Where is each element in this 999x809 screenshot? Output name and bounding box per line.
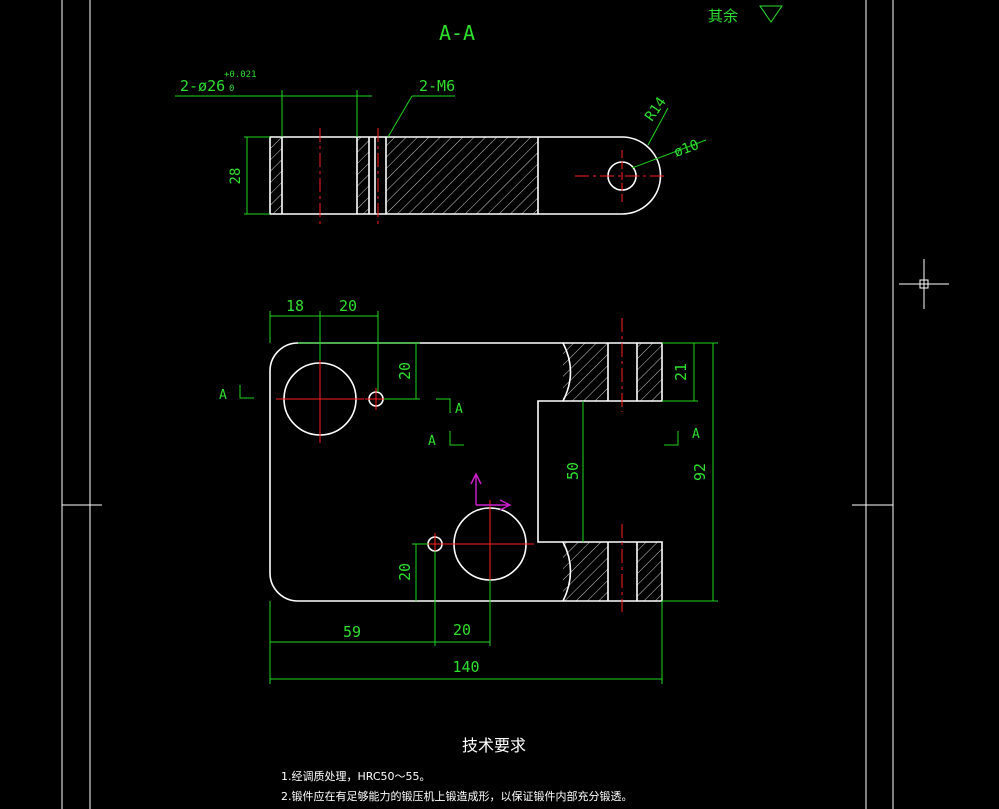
dim-20-top: 20 (339, 297, 357, 315)
surface-finish-symbol: 其余 (708, 5, 783, 25)
dim-20-left-lower: 20 (396, 563, 414, 581)
dim-140: 140 (452, 658, 479, 676)
technical-notes: 技术要求 1.经调质处理，HRC50～55。 2.锻件应在有足够能力的锻压机上锻… (281, 736, 633, 803)
drawing-frame (61, 0, 894, 809)
note-item-1: 1.经调质处理，HRC50～55。 (281, 770, 431, 783)
section-view-dimensions: 2-ø26 +0.021 0 2-M6 28 R14 ø10 (175, 70, 707, 215)
ucs-icon (470, 472, 512, 511)
dim-21: 21 (672, 363, 690, 381)
hole-tolerance-upper: +0.021 (224, 70, 257, 80)
thickness-dimension: 28 (228, 168, 244, 185)
section-mark-a-2: A (455, 402, 463, 417)
dim-18: 18 (286, 297, 304, 315)
notes-title: 技术要求 (462, 736, 526, 755)
dim-20-bottom: 20 (453, 621, 471, 639)
hole-callout: 2-ø26 (180, 77, 225, 95)
front-view[interactable] (269, 318, 663, 612)
dim-50: 50 (564, 462, 582, 480)
note-item-2: 2.锻件应在有足够能力的锻压机上锻造成形，以保证锻件内部充分锻透。 (281, 789, 633, 803)
dim-59: 59 (343, 623, 361, 641)
section-mark-a-1: A (219, 388, 227, 403)
dim-20-left-upper: 20 (396, 362, 414, 380)
dim-92: 92 (691, 463, 709, 481)
thread-callout: 2-M6 (419, 77, 455, 95)
pin-hole-callout: ø10 (672, 137, 701, 161)
section-markers: A A A A (219, 385, 700, 449)
crosshair-cursor-icon (899, 259, 949, 309)
hole-tolerance-lower: 0 (229, 84, 234, 94)
section-view[interactable] (269, 128, 668, 224)
section-mark-a-4: A (692, 427, 700, 442)
surface-finish-label: 其余 (708, 7, 738, 25)
section-mark-a-3: A (428, 434, 436, 449)
front-view-dimensions: 18 20 20 20 50 21 92 59 20 140 (269, 297, 718, 684)
radius-callout: R14 (642, 94, 670, 124)
section-title: A-A (439, 21, 475, 45)
